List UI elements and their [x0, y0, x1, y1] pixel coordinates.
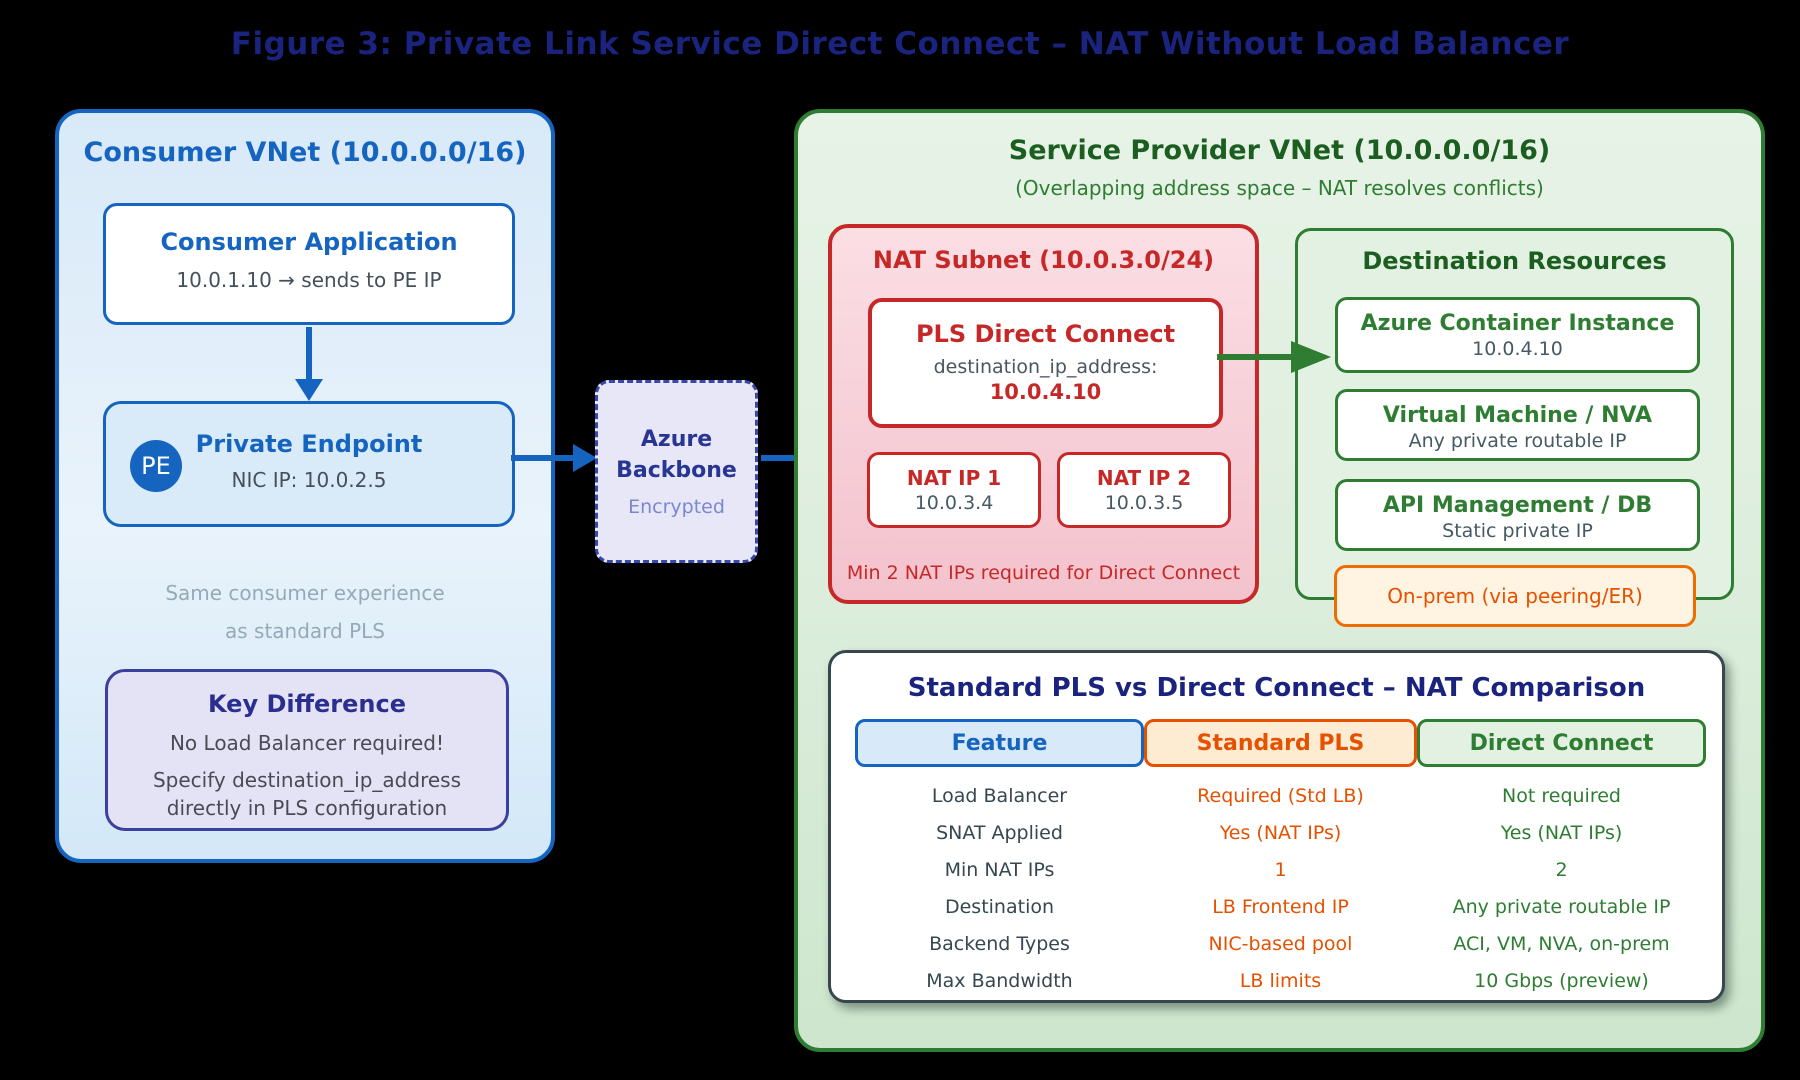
cell-standard-pls: Yes (NAT IPs): [1219, 821, 1342, 844]
pls-direct-connect-box: PLS Direct Connect destination_ip_addres…: [868, 298, 1223, 428]
backbone-subtitle: Encrypted: [628, 496, 725, 519]
nat-ip-2-box: NAT IP 2 10.0.3.5: [1057, 452, 1231, 528]
cell-direct-connect: 2: [1555, 858, 1568, 881]
onprem-box: On-prem (via peering/ER): [1334, 565, 1696, 627]
cell-standard-pls: LB limits: [1239, 969, 1322, 992]
destination-apim-subtitle: Static private IP: [1442, 520, 1593, 542]
pls-direct-connect-title: PLS Direct Connect: [915, 320, 1176, 348]
figure-title: Figure 3: Private Link Service Direct Co…: [230, 26, 1570, 62]
cell-standard-pls: LB Frontend IP: [1212, 895, 1349, 918]
cell-direct-connect: 10 Gbps (preview): [1474, 969, 1649, 992]
table-row: Min NAT IPs 1 2: [831, 851, 1722, 888]
azure-backbone-box: Azure Backbone Encrypted: [595, 380, 758, 563]
destination-resources-panel: Destination Resources Azure Container In…: [1295, 228, 1734, 600]
cell-feature: Backend Types: [929, 932, 1070, 955]
consumer-application-subtitle: 10.0.1.10 → sends to PE IP: [176, 268, 442, 292]
cell-feature: Load Balancer: [931, 784, 1068, 807]
onprem-label: On-prem (via peering/ER): [1387, 584, 1643, 608]
destination-resources-title: Destination Resources: [1362, 247, 1667, 275]
nat-ip-1-box: NAT IP 1 10.0.3.4: [867, 452, 1041, 528]
consumer-application-title: Consumer Application: [160, 228, 458, 256]
comparison-table-title: Standard PLS vs Direct Connect – NAT Com…: [907, 673, 1646, 703]
table-row: Max Bandwidth LB limits 10 Gbps (preview…: [831, 962, 1722, 999]
cell-standard-pls: 1: [1274, 858, 1287, 881]
arrow-app-to-pe-line: [306, 327, 312, 381]
destination-aci-subtitle: 10.0.4.10: [1472, 338, 1563, 360]
pls-destination-label: destination_ip_address:: [933, 356, 1158, 378]
destination-apim-title: API Management / DB: [1382, 493, 1653, 518]
comparison-rows: Load Balancer Required (Std LB) Not requ…: [831, 777, 1722, 999]
consumer-note-line1: Same consumer experience: [165, 581, 445, 605]
nat-subnet-box: NAT Subnet (10.0.3.0/24) PLS Direct Conn…: [828, 224, 1259, 604]
pls-destination-ip: 10.0.4.10: [989, 380, 1102, 404]
table-row: SNAT Applied Yes (NAT IPs) Yes (NAT IPs): [831, 814, 1722, 851]
cell-direct-connect: Yes (NAT IPs): [1500, 821, 1623, 844]
cell-direct-connect: Not required: [1502, 784, 1621, 807]
consumer-vnet-panel: Consumer VNet (10.0.0.0/16) Consumer App…: [55, 109, 555, 863]
table-row: Load Balancer Required (Std LB) Not requ…: [831, 777, 1722, 814]
cell-feature: SNAT Applied: [936, 821, 1063, 844]
key-difference-line1: No Load Balancer required!: [169, 731, 445, 755]
nat-subnet-title: NAT Subnet (10.0.3.0/24): [872, 246, 1215, 274]
comparison-header-direct-connect: Direct Connect: [1417, 719, 1706, 767]
cell-feature: Min NAT IPs: [944, 858, 1055, 881]
nat-ip-2-title: NAT IP 2: [1096, 466, 1192, 490]
cell-direct-connect: Any private routable IP: [1452, 895, 1671, 918]
cell-standard-pls: NIC-based pool: [1208, 932, 1353, 955]
comparison-header-feature: Feature: [855, 719, 1144, 767]
key-difference-title: Key Difference: [207, 690, 407, 718]
comparison-header-row: Feature Standard PLS Direct Connect: [831, 719, 1722, 767]
nat-ip-1-value: 10.0.3.4: [914, 492, 994, 514]
table-row: Destination LB Frontend IP Any private r…: [831, 888, 1722, 925]
private-endpoint-title: Private Endpoint: [195, 430, 423, 458]
arrow-pe-to-backbone-line: [511, 455, 575, 461]
provider-vnet-title: Service Provider VNet (10.0.0.0/16): [1008, 135, 1551, 166]
nat-subnet-note: Min 2 NAT IPs required for Direct Connec…: [846, 562, 1241, 584]
destination-aci-title: Azure Container Instance: [1360, 311, 1675, 336]
provider-vnet-subtitle: (Overlapping address space – NAT resolve…: [1015, 176, 1544, 200]
arrow-pe-to-backbone-head: [573, 444, 597, 472]
nat-ip-2-value: 10.0.3.5: [1104, 492, 1184, 514]
backbone-title-line1: Azure: [640, 426, 713, 452]
private-endpoint-box: PE Private Endpoint NIC IP: 10.0.2.5: [103, 401, 515, 527]
arrow-backbone-to-nat-line: [761, 455, 807, 461]
comparison-table: Standard PLS vs Direct Connect – NAT Com…: [828, 650, 1725, 1003]
consumer-application-box: Consumer Application 10.0.1.10 → sends t…: [103, 203, 515, 325]
consumer-note-line2: as standard PLS: [225, 619, 385, 643]
arrow-pls-to-destination-head: [1291, 341, 1331, 373]
nat-ip-1-title: NAT IP 1: [906, 466, 1002, 490]
arrow-pls-to-destination-line: [1217, 354, 1295, 360]
destination-apim-box: API Management / DB Static private IP: [1335, 479, 1700, 551]
key-difference-line2: Specify destination_ip_address: [152, 768, 462, 792]
cell-feature: Destination: [944, 895, 1055, 918]
destination-vm-subtitle: Any private routable IP: [1408, 430, 1627, 452]
key-difference-box: Key Difference No Load Balancer required…: [105, 669, 509, 831]
destination-aci-box: Azure Container Instance 10.0.4.10: [1335, 297, 1700, 373]
cell-direct-connect: ACI, VM, NVA, on-prem: [1453, 932, 1670, 955]
cell-feature: Max Bandwidth: [926, 969, 1073, 992]
cell-standard-pls: Required (Std LB): [1197, 784, 1364, 807]
private-endpoint-subtitle: NIC IP: 10.0.2.5: [231, 468, 387, 492]
key-difference-line3: directly in PLS configuration: [166, 796, 448, 820]
pe-badge: PE: [130, 440, 182, 492]
consumer-vnet-title: Consumer VNet (10.0.0.0/16): [83, 137, 527, 168]
comparison-header-standard-pls: Standard PLS: [1144, 719, 1417, 767]
table-row: Backend Types NIC-based pool ACI, VM, NV…: [831, 925, 1722, 962]
destination-vm-box: Virtual Machine / NVA Any private routab…: [1335, 389, 1700, 461]
backbone-title-line2: Backbone: [616, 457, 737, 483]
destination-vm-title: Virtual Machine / NVA: [1382, 403, 1653, 428]
arrow-app-to-pe-head: [295, 379, 323, 401]
